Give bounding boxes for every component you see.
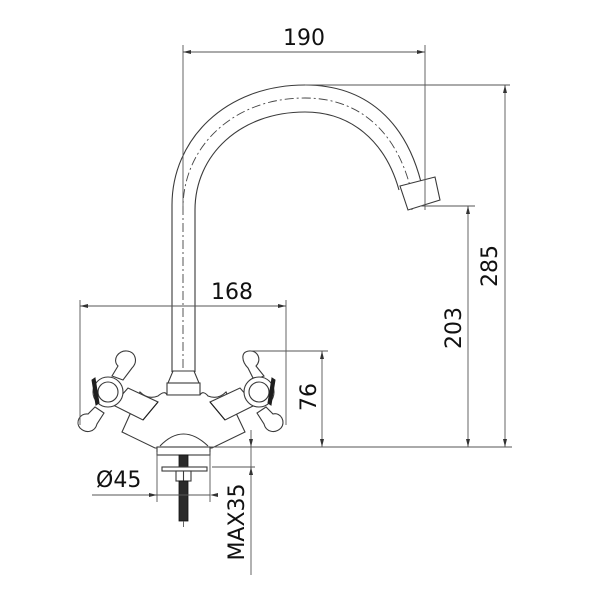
dimension-max-deck-thickness: MAX35 — [212, 430, 255, 575]
mounting-stud — [161, 454, 208, 527]
dimension-label-76: 76 — [297, 383, 322, 411]
dimension-label-203: 203 — [442, 307, 467, 349]
dimension-label-285: 285 — [478, 245, 503, 287]
dimension-handle-span: 168 — [79, 280, 287, 425]
dimension-base-diameter: Ø45 — [92, 452, 218, 502]
spout-outlet — [399, 176, 441, 211]
right-cross-handle — [242, 350, 284, 433]
dimension-label-168: 168 — [211, 280, 253, 305]
dimension-label-max35: MAX35 — [225, 483, 250, 560]
spout — [171, 84, 422, 470]
left-cross-handle — [77, 350, 136, 433]
dimension-outlet-height: 203 — [420, 205, 475, 447]
dimension-label-190: 190 — [283, 26, 325, 51]
dimension-label-diameter-45: Ø45 — [96, 468, 141, 493]
dimension-handle-height: 76 — [250, 350, 328, 447]
dimension-spout-reach: 190 — [182, 26, 426, 210]
dimension-overall-height: 285 — [305, 84, 510, 447]
